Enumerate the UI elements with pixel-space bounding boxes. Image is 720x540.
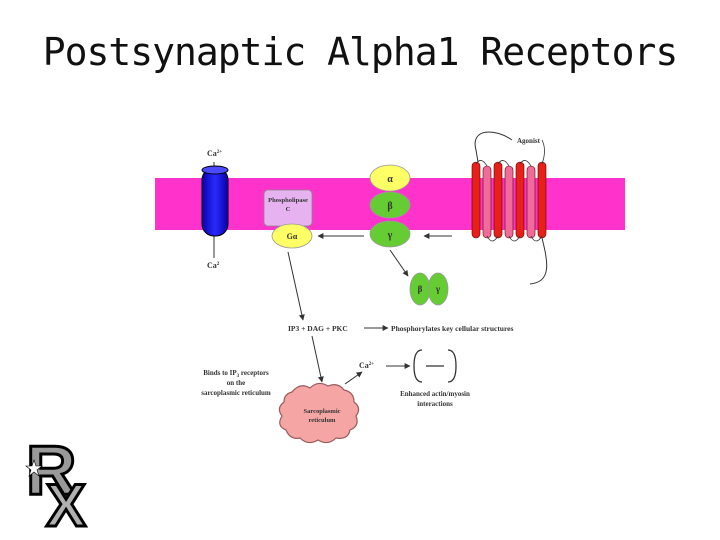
beta-subunit — [369, 191, 411, 219]
phosphorylates-label: Phosphorylates key cellular structures — [391, 324, 514, 333]
alpha-subunit — [369, 164, 411, 192]
arrow-cascade-to-sr — [311, 335, 324, 383]
cascade-label: IP3 + DAG + PKC — [288, 324, 348, 333]
arrow-to-beta-gamma — [389, 249, 409, 277]
logo-r: R — [26, 431, 77, 509]
gamma-label: γ — [387, 230, 393, 241]
phospholipase-label: Phospholipase — [268, 197, 308, 204]
calcium-channel — [201, 162, 229, 258]
arrow-sr-to-ca — [344, 371, 363, 385]
binds-label-3: sarcoplasmic reticulum — [201, 389, 271, 397]
ca-top-label: Ca2+ — [207, 149, 222, 158]
gamma-subunit — [369, 220, 411, 248]
sr-label-1: Sarcoplasmic — [303, 408, 340, 415]
rx-logo: R X — [22, 430, 112, 540]
phospholipase-label-c: C — [286, 206, 291, 213]
free-beta-label: β — [418, 284, 423, 294]
ca-bottom-label: Ca2 — [207, 261, 220, 270]
actin-myosin-symbol — [413, 349, 457, 383]
enhanced-label-1: Enhanced actin/myosin — [400, 390, 470, 398]
sarcoplasmic-reticulum — [278, 382, 360, 444]
arrow-galpha-to-cascade — [287, 251, 305, 321]
g-alpha-subunit — [271, 223, 313, 249]
agonist-label: Agonist — [517, 137, 541, 145]
binds-label-2: on the — [227, 379, 245, 387]
free-gamma-subunit — [427, 272, 449, 306]
slide-title: Postsynaptic Alpha1 Receptors — [42, 30, 678, 74]
beta-label: β — [387, 201, 392, 212]
binds-label-1: Binds to IP3 receptors — [203, 369, 269, 379]
alpha1-receptor — [471, 131, 548, 285]
ca-release-label: Ca2+ — [359, 361, 374, 370]
alpha-label: α — [387, 174, 393, 185]
sr-label-2: reticulum — [309, 417, 337, 424]
logo-x: X — [46, 472, 86, 539]
free-gamma-label: γ — [435, 284, 441, 294]
enhanced-label-2: interactions — [417, 400, 453, 408]
g-alpha-label: Gα — [287, 232, 298, 241]
